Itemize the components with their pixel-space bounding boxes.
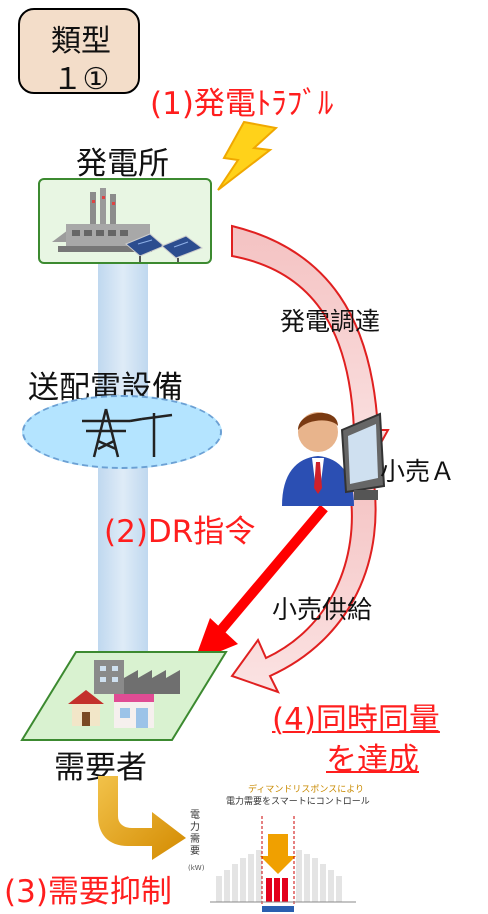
type-badge: 類型 １① bbox=[18, 8, 140, 97]
power-plant-icon bbox=[52, 188, 152, 252]
factory-icon bbox=[124, 670, 180, 694]
step-4-label-line1: (4)同時同量 bbox=[272, 702, 440, 738]
retailer-icon bbox=[282, 412, 386, 506]
dr-chart-caption-1: ディマンドリスポンスにより bbox=[248, 785, 365, 795]
step-4-label-line2: を達成 bbox=[326, 742, 419, 778]
building-icon bbox=[94, 660, 124, 694]
lightning-icon bbox=[217, 120, 278, 191]
dr-chart-unit: (kW) bbox=[188, 864, 205, 872]
dr-chart-thumbnail: ディマンドリスポンスにより 電力需要をスマートにコントロール 電力需要 (kW) bbox=[188, 782, 370, 912]
house-icon bbox=[68, 690, 104, 726]
retailer-label: 小売Ａ bbox=[380, 457, 456, 486]
procure-label: 発電調達 bbox=[280, 307, 381, 336]
grid-box bbox=[22, 395, 222, 469]
step-1-label: (1)発電ﾄﾗﾌﾞﾙ bbox=[150, 86, 334, 122]
transmission-tower-icon bbox=[82, 408, 173, 458]
shop-icon bbox=[114, 694, 154, 728]
step-3-label: (3)需要抑制 bbox=[4, 874, 172, 910]
dr-chart-caption-2: 電力需要をスマートにコントロール bbox=[226, 797, 370, 807]
step-2-label: (2)DR指令 bbox=[104, 514, 256, 550]
dr-chart-ylabel: 電力需要 bbox=[190, 810, 200, 857]
supply-label: 小売供給 bbox=[272, 595, 373, 624]
dr-chart-plot bbox=[210, 816, 356, 912]
type-badge-number: １① bbox=[52, 62, 110, 97]
demand-response-arrow bbox=[98, 776, 186, 860]
type-badge-title: 類型 bbox=[51, 24, 111, 59]
solar-panel-icon bbox=[125, 233, 204, 262]
computer-monitor-icon bbox=[340, 412, 386, 500]
power-plant-label: 発電所 bbox=[76, 146, 169, 182]
power-plant-box bbox=[38, 178, 212, 264]
retailer-person-icon bbox=[282, 412, 354, 506]
consumer-box bbox=[20, 651, 228, 741]
